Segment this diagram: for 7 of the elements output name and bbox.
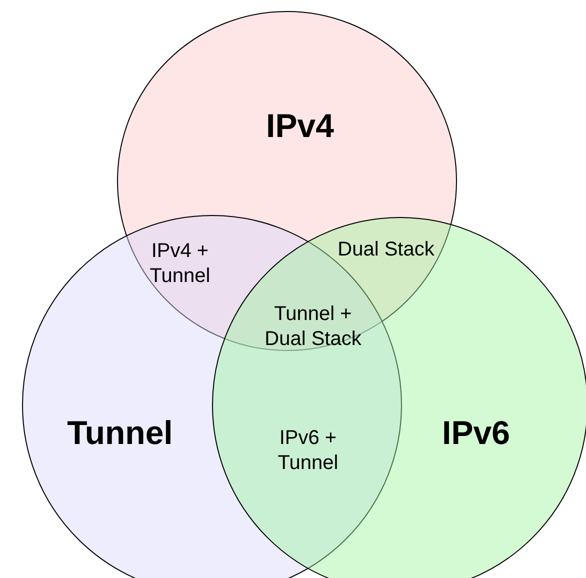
overlap-label: Tunnel + Dual Stack — [264, 302, 362, 352]
overlap-label: Dual Stack — [338, 238, 434, 262]
set-title: IPv6 — [442, 414, 510, 452]
set-title: IPv4 — [266, 107, 334, 145]
set-title: Tunnel — [67, 414, 173, 452]
overlap-label: IPv4 + Tunnel — [148, 239, 212, 289]
overlap-label: IPv6 + Tunnel — [276, 426, 340, 476]
